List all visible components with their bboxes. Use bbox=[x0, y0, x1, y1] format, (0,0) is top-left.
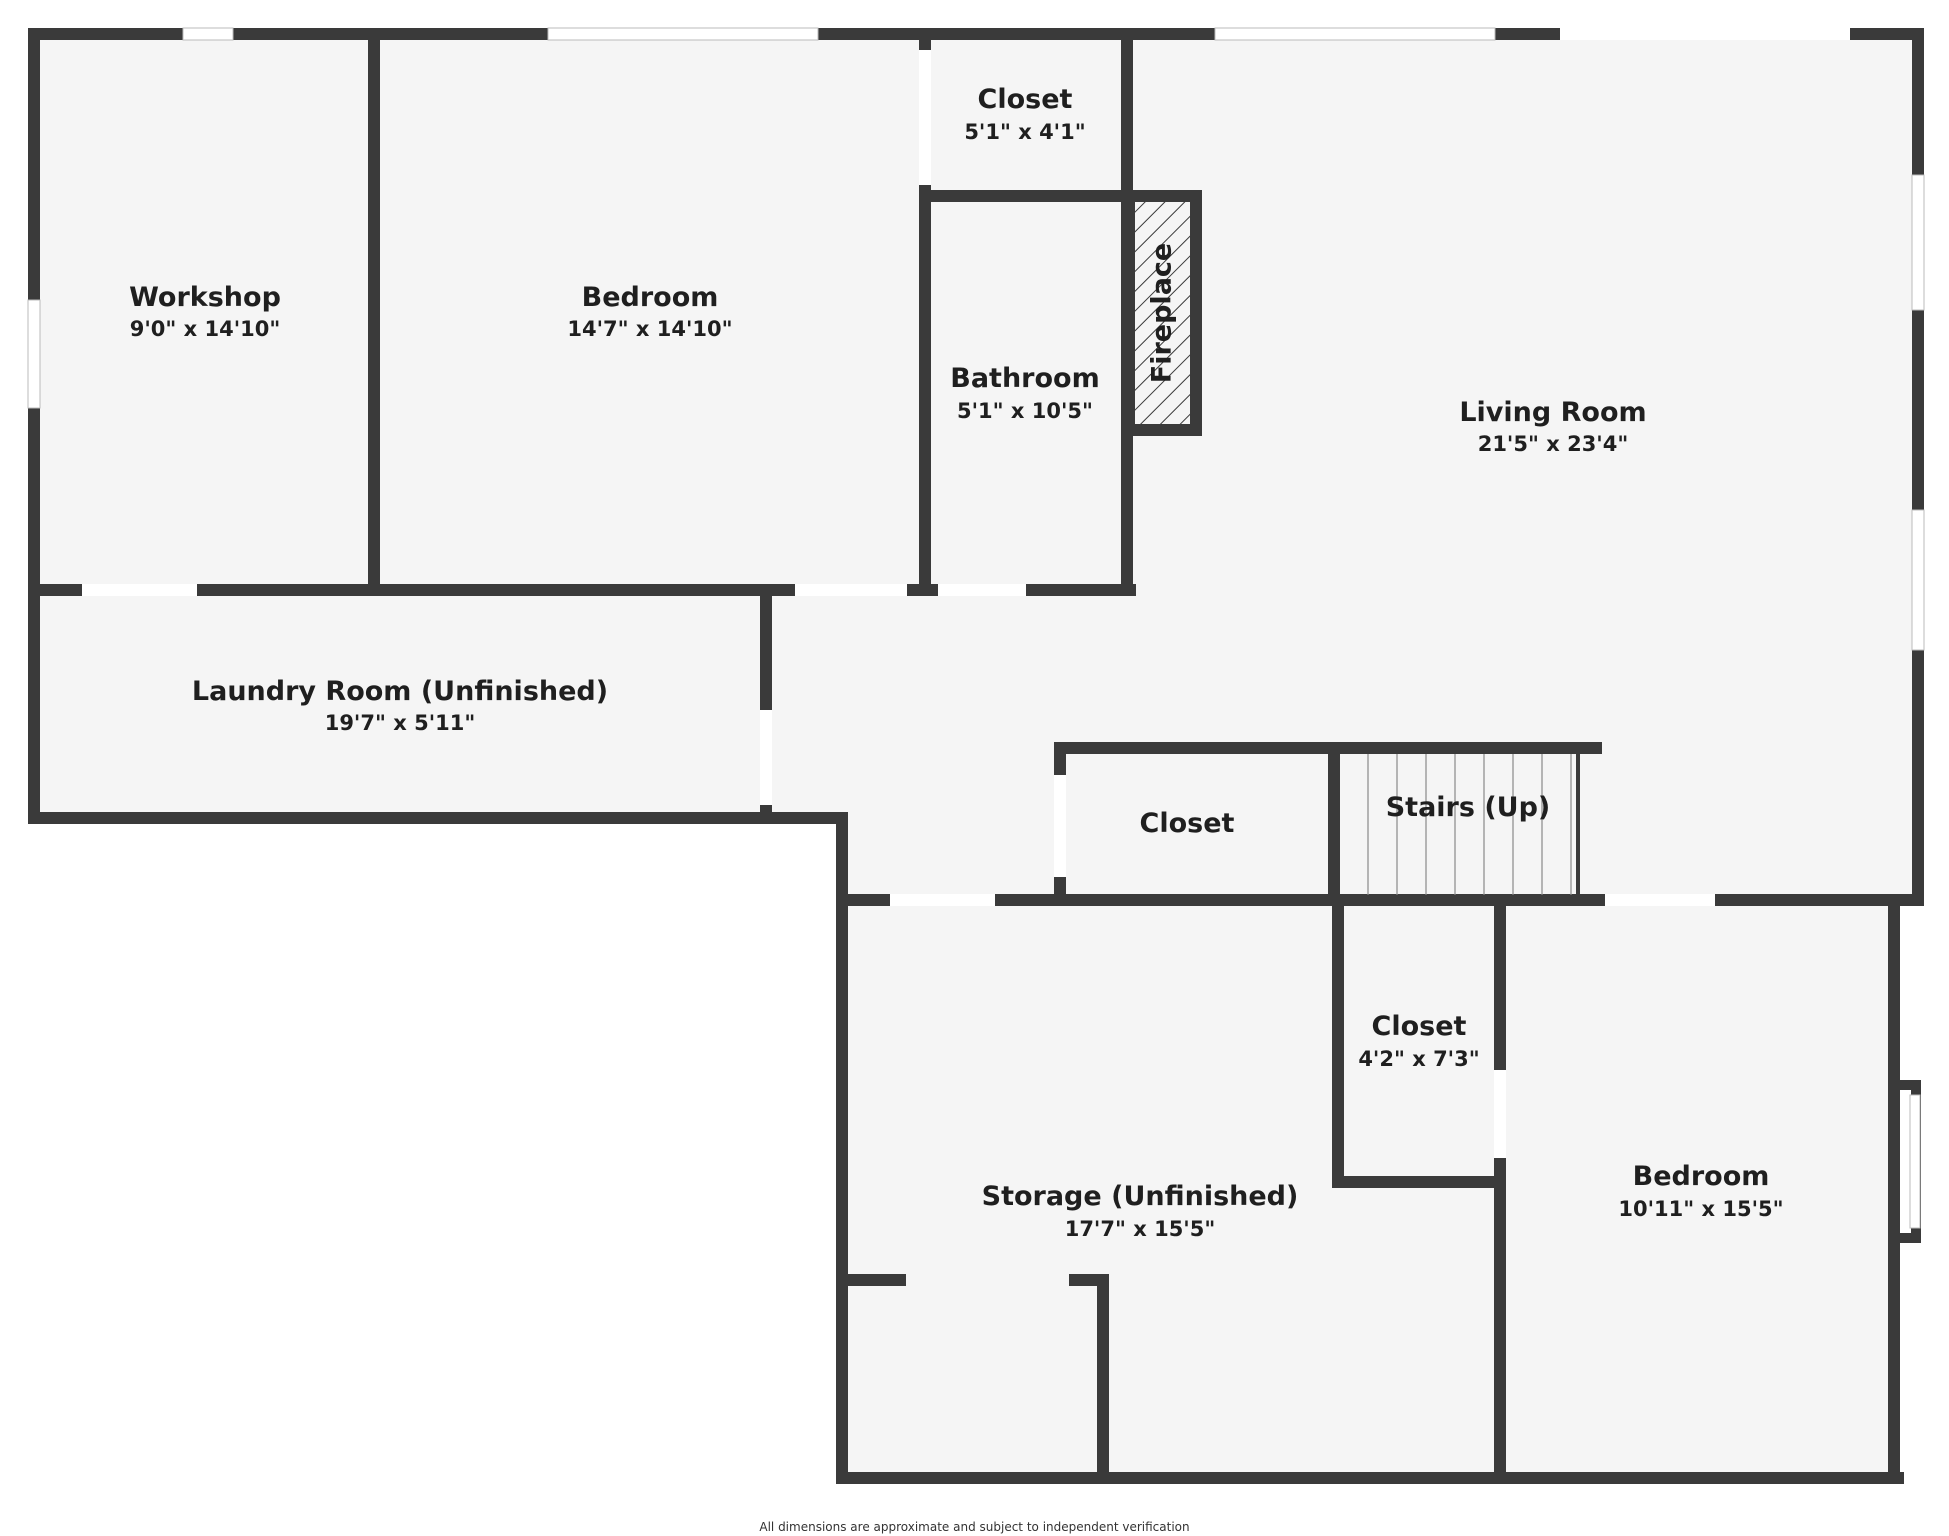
room-name-closet-north: Closet bbox=[978, 84, 1073, 115]
room-dims-living-room: 21'5" x 23'4" bbox=[1478, 432, 1629, 456]
door-closet-mid bbox=[1054, 775, 1066, 877]
room-name-workshop: Workshop bbox=[129, 282, 281, 313]
room-dims-closet-south: 4'2" x 7'3" bbox=[1358, 1047, 1479, 1071]
floor-areas bbox=[34, 38, 1912, 1476]
door-closet-south bbox=[1494, 1070, 1506, 1158]
window-workshop-west bbox=[27, 299, 41, 409]
room-name-stairs: Stairs (Up) bbox=[1386, 792, 1551, 823]
lower-floor-area bbox=[847, 904, 1890, 1476]
room-name-bedroom-south: Bedroom bbox=[1633, 1161, 1770, 1192]
window-bay bbox=[1909, 1094, 1921, 1229]
fireplace-label: Fireplace bbox=[1147, 243, 1178, 383]
door-bedroom-south bbox=[1605, 894, 1715, 906]
room-labels: Workshop 9'0" x 14'10" Bedroom 14'7" x 1… bbox=[129, 84, 1784, 1241]
door-bathroom bbox=[938, 584, 1026, 596]
door-workshop bbox=[82, 584, 197, 596]
room-name-laundry: Laundry Room (Unfinished) bbox=[192, 676, 608, 707]
window-living-north-1 bbox=[1214, 27, 1496, 41]
disclaimer-text: All dimensions are approximate and subje… bbox=[759, 1520, 1190, 1534]
window-living-east-1 bbox=[1911, 174, 1925, 311]
door-laundry bbox=[760, 710, 772, 805]
stairs-treads bbox=[1367, 754, 1572, 895]
room-name-bathroom: Bathroom bbox=[950, 363, 1099, 394]
window-workshop-north bbox=[182, 27, 234, 41]
room-dims-workshop: 9'0" x 14'10" bbox=[130, 317, 281, 341]
upper-floor-area bbox=[34, 38, 1912, 895]
openings bbox=[27, 27, 1925, 1229]
room-dims-closet-north: 5'1" x 4'1" bbox=[964, 120, 1085, 144]
room-dims-bathroom: 5'1" x 10'5" bbox=[957, 399, 1093, 423]
door-closet-north bbox=[919, 50, 931, 185]
window-living-east-2 bbox=[1911, 509, 1925, 651]
window-bedroom-north bbox=[547, 27, 819, 41]
door-bedroom-north bbox=[795, 584, 907, 596]
window-living-north-2 bbox=[1560, 28, 1850, 40]
room-name-closet-mid: Closet bbox=[1140, 808, 1235, 839]
room-dims-bedroom-north: 14'7" x 14'10" bbox=[567, 317, 732, 341]
room-name-storage: Storage (Unfinished) bbox=[982, 1181, 1299, 1212]
room-name-living-room: Living Room bbox=[1459, 397, 1646, 428]
room-name-closet-south: Closet bbox=[1372, 1011, 1467, 1042]
room-dims-storage: 17'7" x 15'5" bbox=[1065, 1217, 1216, 1241]
room-dims-laundry: 19'7" x 5'11" bbox=[325, 711, 476, 735]
fireplace bbox=[1123, 190, 1202, 436]
room-dims-bedroom-south: 10'11" x 15'5" bbox=[1618, 1197, 1783, 1221]
room-name-bedroom-north: Bedroom bbox=[582, 282, 719, 313]
door-storage bbox=[890, 894, 995, 906]
